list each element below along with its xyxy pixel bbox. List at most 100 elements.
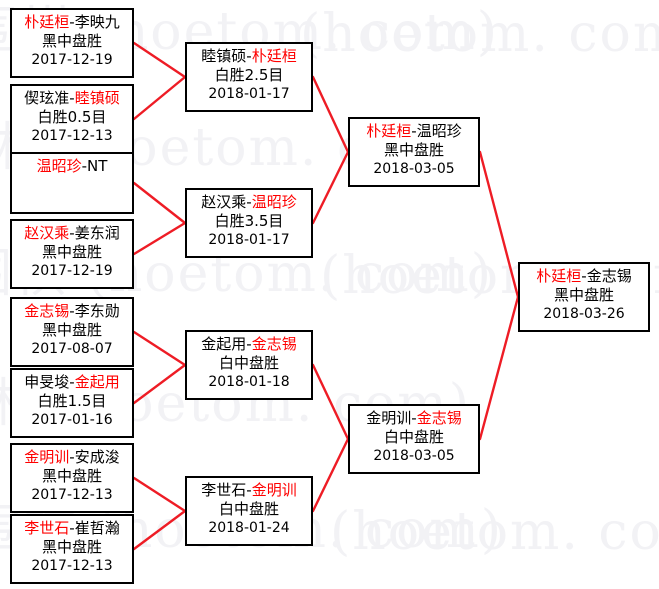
match-pairing: 偰玹准-睦镇硕	[12, 89, 132, 108]
match-box-r2m3[interactable]: 金起用-金志锡白中盘胜 2018-01-18	[185, 330, 313, 400]
match-date: 2018-01-18	[208, 374, 290, 390]
match-result: 黑中盘胜	[553, 286, 614, 304]
connector-r1m3-to-r2m2	[132, 181, 187, 225]
player-winner: 赵汉乘	[24, 224, 70, 242]
connector-r1m4-to-r2m2	[132, 221, 187, 256]
match-result: 白胜2.5目	[214, 66, 284, 84]
player-winner: 金起用	[74, 373, 120, 391]
match-date: 2017-12-13	[31, 558, 113, 574]
player-winner: 金志锡	[24, 302, 70, 320]
pairing-separator: -	[411, 409, 417, 427]
player-winner: 温昭珍	[251, 193, 297, 211]
match-date: 2017-12-13	[31, 487, 113, 503]
player-loser: 申旻埈	[24, 373, 70, 391]
match-result: 黑中盘胜	[41, 467, 102, 485]
connector-r3m2-to-r4m1	[478, 295, 520, 441]
match-date: 2018-01-17	[208, 86, 290, 102]
match-result: 黑中盘胜	[41, 321, 102, 339]
match-box-r1m4[interactable]: 赵汉乘-姜东润黑中盘胜 2017-12-19	[10, 219, 134, 289]
match-box-r1m6[interactable]: 申旻埈-金起用白胜1.5目 2017-01-16	[10, 368, 134, 438]
pairing-separator: -	[69, 373, 75, 391]
player-winner: 温昭珍	[36, 157, 82, 175]
player-winner: 朴廷桓	[24, 13, 70, 31]
pairing-separator: -	[246, 47, 252, 65]
match-box-r1m2[interactable]: 偰玹准-睦镇硕白胜0.5目 2017-12-13	[10, 84, 134, 154]
player-loser: 偰玹准	[24, 89, 70, 107]
match-date: 2017-12-19	[31, 263, 113, 279]
match-box-r1m5[interactable]: 金志锡-李东勋黑中盘胜 2017-08-07	[10, 297, 134, 367]
player-loser: 崔哲瀚	[74, 519, 120, 537]
player-loser: 金志锡	[586, 267, 632, 285]
match-box-r2m1[interactable]: 睦镇硕-朴廷桓白胜2.5目 2018-01-17	[185, 42, 313, 112]
match-date: 2018-01-24	[208, 520, 290, 536]
connector-r2m3-to-r3m2	[311, 363, 350, 441]
match-date: 2017-12-13	[31, 128, 113, 144]
match-pairing: 金明训-金志锡	[350, 409, 478, 428]
player-loser: NT	[87, 157, 108, 175]
connector-r1m6-to-r2m3	[132, 363, 187, 405]
watermark-text: (hoetom. com)	[300, 4, 659, 64]
match-pairing: 赵汉乘-温昭珍	[187, 193, 311, 212]
match-pairing: 金志锡-李东勋	[12, 302, 132, 321]
match-pairing: 朴廷桓-李映九	[12, 13, 132, 32]
pairing-separator: -	[246, 481, 252, 499]
player-loser: 金起用	[201, 335, 247, 353]
player-winner: 金志锡	[251, 335, 297, 353]
match-date: 2017-12-19	[31, 52, 113, 68]
match-pairing: 朴廷桓-温昭珍	[350, 122, 478, 141]
match-date: 2018-01-17	[208, 232, 290, 248]
match-result: 黑中盘胜	[41, 32, 102, 50]
player-loser: 李东勋	[74, 302, 120, 320]
match-pairing: 李世石-崔哲瀚	[12, 519, 132, 538]
match-date: 2017-08-07	[31, 341, 113, 357]
match-box-r1m8[interactable]: 李世石-崔哲瀚黑中盘胜 2017-12-13	[10, 514, 134, 584]
connector-r2m4-to-r3m2	[311, 437, 350, 513]
player-loser: 姜东润	[74, 224, 120, 242]
match-result: 白中盘胜	[383, 428, 444, 446]
match-result-placeholder	[12, 176, 132, 212]
pairing-separator: -	[69, 89, 75, 107]
connector-r3m1-to-r4m1	[478, 150, 520, 299]
match-pairing: 申旻埈-金起用	[12, 373, 132, 392]
match-box-r1m1[interactable]: 朴廷桓-李映九黑中盘胜 2017-12-19	[10, 8, 134, 78]
pairing-separator: -	[246, 335, 252, 353]
connector-r2m2-to-r3m1	[311, 150, 350, 225]
match-date: 2017-01-16	[31, 412, 113, 428]
match-result: 白中盘胜	[218, 500, 279, 518]
pairing-separator: -	[69, 224, 75, 242]
player-loser: 赵汉乘	[201, 193, 247, 211]
connector-r1m7-to-r2m4	[132, 476, 187, 513]
pairing-separator: -	[246, 193, 252, 211]
match-result: 白胜3.5目	[214, 212, 284, 230]
player-winner: 朴廷桓	[536, 267, 582, 285]
player-loser: 李映九	[74, 13, 120, 31]
player-loser: 安成浚	[74, 448, 120, 466]
match-result: 白胜0.5目	[37, 108, 107, 126]
match-pairing: 金起用-金志锡	[187, 335, 311, 354]
connector-r1m8-to-r2m4	[132, 509, 187, 551]
player-winner: 金明训	[251, 481, 297, 499]
match-box-r1m3[interactable]: 温昭珍-NT	[10, 152, 134, 214]
match-result: 白中盘胜	[218, 354, 279, 372]
player-winner: 睦镇硕	[74, 89, 120, 107]
connector-r1m5-to-r2m3	[132, 330, 187, 367]
player-loser: 温昭珍	[416, 122, 462, 140]
pairing-separator: -	[411, 122, 417, 140]
match-pairing: 金明训-安成浚	[12, 448, 132, 467]
pairing-separator: -	[81, 157, 88, 175]
match-date: 2018-03-05	[373, 161, 455, 177]
match-result: 黑中盘胜	[41, 538, 102, 556]
match-result: 白胜1.5目	[37, 392, 107, 410]
match-pairing: 朴廷桓-金志锡	[520, 267, 648, 286]
match-pairing: 睦镇硕-朴廷桓	[187, 47, 311, 66]
match-box-r1m7[interactable]: 金明训-安成浚黑中盘胜 2017-12-13	[10, 443, 134, 513]
player-winner: 李世石	[24, 519, 70, 537]
match-result: 黑中盘胜	[41, 243, 102, 261]
connector-r1m1-to-r2m1	[132, 41, 187, 79]
match-box-r2m2[interactable]: 赵汉乘-温昭珍白胜3.5目 2018-01-17	[185, 188, 313, 258]
